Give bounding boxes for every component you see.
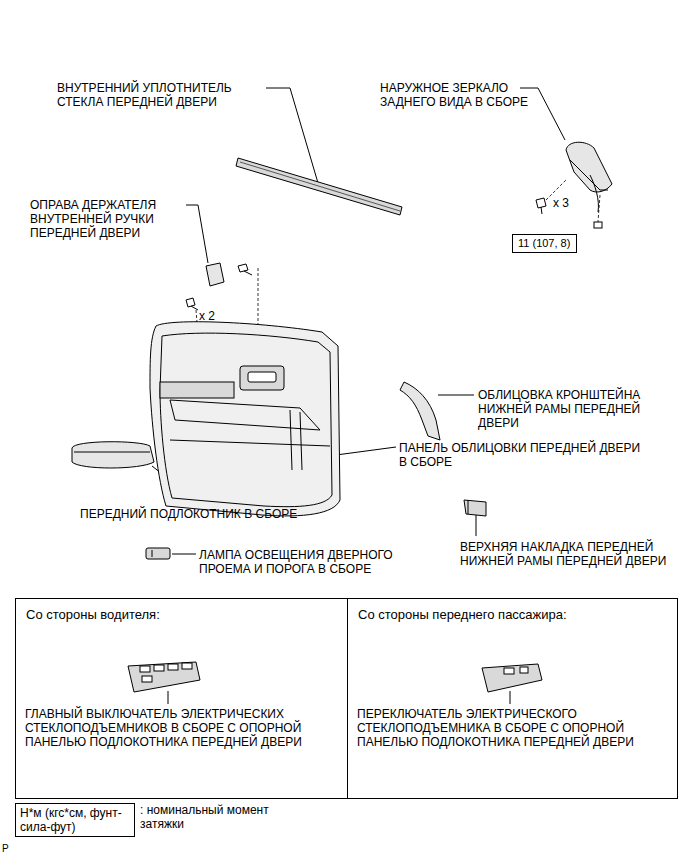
table-cell: Со стороны водителя: ГЛАВНЫЙ ВЫКЛЮЧАТЕЛЬ … bbox=[15, 598, 348, 799]
leader-line bbox=[172, 554, 196, 555]
part-label: ПЕРЕДНИЙ ПОДЛОКОТНИК В СБОРЕ bbox=[80, 507, 297, 521]
cover-detail bbox=[468, 500, 469, 514]
screw-head bbox=[186, 298, 195, 307]
cell-text: ПЕРЕКЛЮЧАТЕЛЬ ЭЛЕКТРИЧЕСКОГО СТЕКЛОПОДЪЕ… bbox=[357, 707, 659, 749]
lamp-detail bbox=[152, 550, 153, 557]
mirror-stud bbox=[541, 207, 542, 214]
switch-button bbox=[154, 665, 164, 671]
handle-recess bbox=[240, 366, 284, 390]
switch-button bbox=[504, 668, 514, 674]
part-label: ВНУТРЕННИЙ УПЛОТНИТЕЛЬ СТЕКЛА ПЕРЕДНЕЙ Д… bbox=[57, 81, 272, 109]
part-label: ПАНЕЛЬ ОБЛИЦОВКИ ПЕРЕДНЕЙ ДВЕРИ В СБОРЕ bbox=[399, 441, 644, 469]
bracket-garnish bbox=[400, 382, 440, 440]
leader-line bbox=[438, 395, 474, 396]
switch-base bbox=[482, 664, 542, 692]
panel-inner-line bbox=[160, 333, 332, 507]
table-cell: Со стороны переднего пассажира: ПЕРЕКЛЮЧА… bbox=[347, 598, 678, 799]
upper-cover bbox=[464, 500, 486, 516]
switch-button bbox=[140, 666, 150, 672]
torque-box: 11 (107, 8) bbox=[512, 234, 577, 253]
switch-button bbox=[168, 664, 178, 670]
torque-value: 11 (107, 8) bbox=[518, 237, 571, 250]
armrest-body bbox=[72, 442, 154, 468]
mirror-housing bbox=[566, 142, 612, 192]
leader-line bbox=[336, 447, 396, 455]
screw-head bbox=[238, 264, 248, 272]
switch-cutout bbox=[160, 382, 234, 398]
pocket-line bbox=[290, 410, 302, 470]
part-label: ОБЛИЦОВКА КРОНШТЕЙНА НИЖНЕЙ РАМЫ ПЕРЕДНЕ… bbox=[478, 388, 683, 430]
door-trim-panel bbox=[150, 322, 340, 516]
weatherstrip bbox=[236, 158, 402, 215]
mirror-connector bbox=[594, 222, 602, 228]
courtesy-lamp bbox=[146, 548, 170, 559]
switch-button bbox=[182, 663, 192, 669]
note-text: : номинальный момент затяжки bbox=[140, 803, 270, 831]
switch-button bbox=[142, 676, 152, 682]
bezel-body bbox=[206, 263, 224, 286]
panel-line bbox=[170, 440, 330, 446]
leader-line bbox=[168, 691, 169, 704]
quantity-label: x 2 bbox=[199, 309, 215, 323]
leader-line bbox=[510, 691, 511, 704]
garnish-body bbox=[400, 382, 440, 440]
leader-line bbox=[186, 205, 208, 263]
switch-button bbox=[520, 667, 528, 673]
page-mark: P bbox=[2, 842, 9, 854]
part-label: ЛАМПА ОСВЕЩЕНИЯ ДВЕРНОГО ПРОЕМА И ПОРОГА… bbox=[199, 548, 437, 576]
screws bbox=[186, 264, 252, 310]
master-switch bbox=[128, 662, 200, 692]
handle-bezel bbox=[206, 263, 224, 286]
outside-mirror bbox=[536, 142, 612, 228]
cell-heading: Со стороны водителя: bbox=[26, 607, 336, 622]
cell-text: ГЛАВНЫЙ ВЫКЛЮЧАТЕЛЬ ЭЛЕКТРИЧЕСКИХ СТЕКЛО… bbox=[25, 707, 347, 749]
cover-body bbox=[464, 500, 486, 516]
front-armrest bbox=[72, 442, 154, 468]
weatherstrip-body bbox=[236, 158, 402, 215]
passenger-switch bbox=[482, 664, 542, 692]
screw-shaft bbox=[191, 306, 198, 310]
switch-base bbox=[128, 662, 200, 692]
quantity-label: x 3 bbox=[553, 196, 569, 210]
cell-heading: Со стороны переднего пассажира: bbox=[358, 607, 668, 622]
handle-opening bbox=[248, 372, 276, 382]
part-label: НАРУЖНОЕ ЗЕРКАЛО ЗАДНЕГО ВИДА В СБОРЕ bbox=[380, 81, 548, 109]
armrest-line bbox=[170, 400, 320, 430]
legend-box: Н*м (кгс*см, фунт-сила-фут) bbox=[15, 803, 135, 837]
lamp-body bbox=[146, 548, 170, 559]
screw-shaft bbox=[244, 271, 252, 275]
mirror-wire bbox=[590, 175, 598, 212]
part-label: ОПРАВА ДЕРЖАТЕЛЯ ВНУТРЕННЕЙ РУЧКИ ПЕРЕДН… bbox=[30, 198, 195, 240]
panel-outline bbox=[150, 322, 340, 516]
armrest-edge bbox=[74, 452, 150, 453]
mirror-nut bbox=[536, 198, 546, 208]
weatherstrip-edge bbox=[240, 162, 400, 211]
mirror-base bbox=[570, 160, 608, 190]
part-label: ВЕРХНЯЯ НАКЛАДКА ПЕРЕДНЕЙ НИЖНЕЙ РАМЫ ПЕ… bbox=[460, 540, 684, 568]
unit-text: Н*м (кгс*см, фунт-сила-фут) bbox=[20, 806, 130, 834]
